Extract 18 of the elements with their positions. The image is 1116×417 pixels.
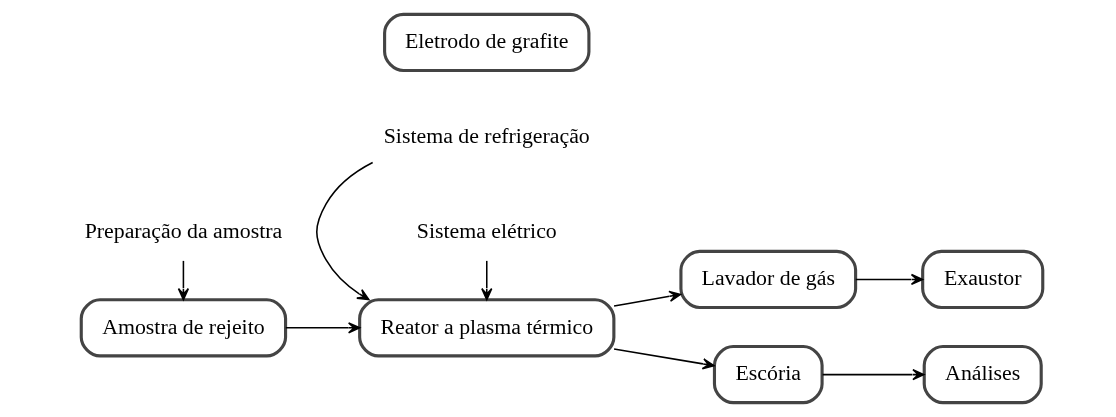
arrow bbox=[612, 348, 715, 370]
arrow bbox=[612, 290, 681, 307]
node-box: Amostra de rejeito bbox=[79, 298, 287, 358]
arrow bbox=[821, 368, 925, 381]
node-box: Escória bbox=[712, 344, 824, 405]
arrow bbox=[284, 322, 360, 334]
arrow bbox=[480, 260, 492, 301]
node-box: Análises bbox=[922, 344, 1043, 405]
node-text: Sistema de refrigeração bbox=[383, 124, 590, 149]
arrow bbox=[854, 273, 923, 286]
node-text: Sistema elétrico bbox=[416, 219, 557, 244]
node-box: Reator a plasma térmico bbox=[357, 298, 615, 358]
arrow bbox=[177, 260, 189, 301]
node-box: Exaustor bbox=[920, 249, 1044, 310]
node-box: Lavador de gás bbox=[678, 249, 857, 310]
node-text: Preparação da amostra bbox=[84, 219, 282, 244]
node-box: Eletrodo de grafite bbox=[382, 12, 590, 73]
arrow bbox=[315, 161, 373, 301]
